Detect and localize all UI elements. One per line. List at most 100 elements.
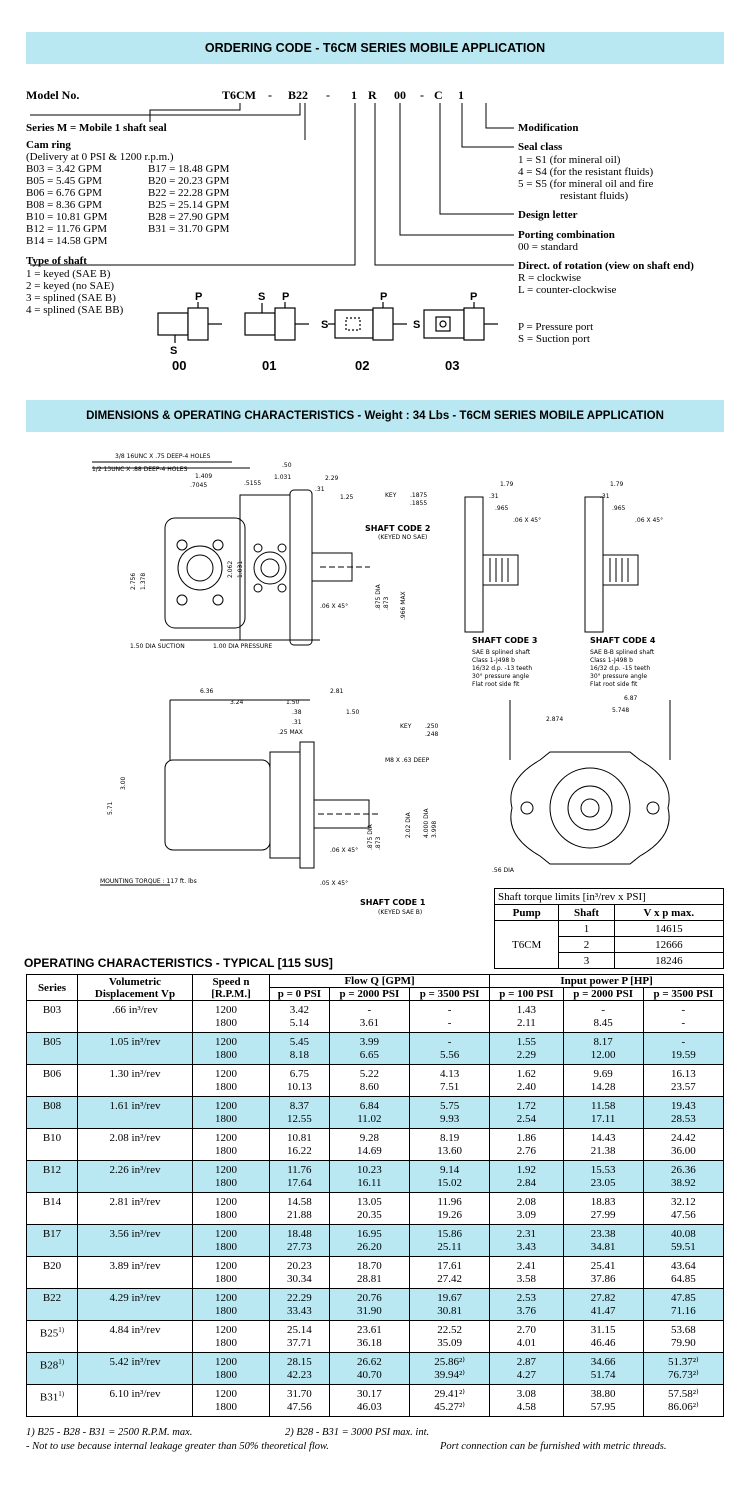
op-value: 3.58	[516, 1272, 536, 1285]
op-value: 1200	[215, 1356, 237, 1368]
dim-label: 6.36	[200, 688, 214, 695]
op-cell-q2000: -3.61	[328, 1000, 410, 1033]
port-legend: P = Pressure port S = Suction port	[518, 321, 593, 345]
dim-label: 1.031	[237, 561, 244, 578]
op-value: 27.99	[590, 1208, 616, 1221]
torque-shaft: 2	[558, 936, 615, 953]
seal-list: 1 = S1 (for mineral oil) 4 = S4 (for the…	[518, 154, 653, 202]
model-sep-2: -	[326, 88, 330, 102]
op-value: 64.85	[671, 1272, 696, 1285]
op-value: 13.05	[356, 1196, 382, 1208]
op-value: 46.03	[356, 1400, 382, 1413]
shaft-item: 4 = splined (SAE BB)	[26, 304, 124, 316]
op-value: 25.86²⁾	[434, 1356, 465, 1368]
dim-label: .06 X 45°	[330, 847, 358, 854]
op-value: 19.59	[671, 1048, 696, 1061]
dim-label: 1.50 DIA SUCTION	[130, 643, 185, 650]
op-value: 43.64	[671, 1260, 696, 1272]
op-value: 1200	[215, 1164, 237, 1176]
seal-title: Seal class	[518, 141, 563, 153]
op-value: 37.86	[590, 1272, 616, 1285]
op-value: 11.58	[590, 1100, 616, 1112]
model-part-shaft: 1	[351, 88, 357, 102]
dim-label: .31	[292, 719, 302, 726]
dim-label: 2.02 DIA	[405, 811, 412, 838]
op-value: 3.61	[359, 1016, 379, 1029]
op-value: 6.75	[289, 1068, 309, 1080]
op-value: 3.42	[289, 1004, 309, 1016]
op-value: 3.76	[516, 1304, 536, 1317]
seal-item: 4 = S4 (for the resistant fluids)	[518, 166, 654, 178]
port-letter-p: P	[380, 291, 387, 303]
op-header-flow: Flow Q [GPM]	[268, 974, 491, 988]
op-value: 31.15	[590, 1324, 616, 1336]
op-value: 20.23	[287, 1260, 312, 1272]
op-value: 36.18	[356, 1336, 382, 1349]
op-value: 33.43	[287, 1304, 312, 1317]
op-value: 22.52	[437, 1324, 462, 1336]
op-subheader: p = 3500 PSI	[642, 987, 725, 1001]
dim-label: 3.00	[120, 776, 127, 790]
shaft-code-sub: (KEYED SAE B)	[378, 909, 422, 916]
shaft-desc: Class 1-J498 b	[472, 657, 515, 664]
dim-label: 5.748	[612, 707, 629, 714]
rotation-item: R = clockwise	[518, 272, 582, 284]
op-value: 4.58	[516, 1400, 536, 1413]
dim-label: 5.71	[107, 801, 114, 815]
op-value: 19.43	[671, 1100, 696, 1112]
shaft-desc: Flat root side fit	[590, 681, 638, 688]
op-header-volume: Volumetric Displacement Vp	[77, 974, 193, 1001]
dim-label: MOUNTING TORQUE : 117 ft. lbs	[100, 878, 197, 885]
dim-label: .31	[315, 486, 325, 493]
dim-label: 1.378	[140, 573, 147, 590]
shaft-item: 1 = keyed (SAE B)	[26, 268, 111, 280]
port-legend-item: P = Pressure port	[518, 321, 594, 333]
op-value: 3.99	[359, 1036, 379, 1048]
op-value: 46.46	[590, 1336, 616, 1349]
dim-label: 2.874	[546, 716, 563, 723]
op-value: 2.11	[516, 1016, 536, 1029]
op-value: 38.92	[671, 1176, 696, 1189]
op-value: 7.51	[439, 1080, 460, 1093]
op-value: 31.90	[356, 1304, 382, 1317]
shaft-list: 1 = keyed (SAE B) 2 = keyed (no SAE) 3 =…	[26, 268, 123, 316]
op-value: 2.53	[516, 1292, 536, 1304]
op-value: 2.87	[516, 1356, 536, 1368]
cam-item: B03 = 3.42 GPM	[26, 163, 102, 175]
op-value: 3.09	[516, 1208, 536, 1221]
dim-label: .965	[495, 505, 509, 512]
shaft-desc: Class 1-J498 b	[590, 657, 633, 664]
op-header-series: Series	[26, 974, 78, 1001]
op-value: 1800	[215, 1368, 237, 1381]
series-code: B22	[42, 1292, 62, 1304]
op-value: 22.29	[287, 1292, 312, 1304]
op-value: 8.37	[289, 1100, 309, 1112]
op-value: 14.58	[287, 1196, 312, 1208]
series-code: B28	[39, 1359, 59, 1372]
op-value: 2.31	[516, 1228, 536, 1240]
dim-label: 3.998	[431, 821, 438, 838]
op-value: 18.48	[287, 1228, 312, 1240]
op-value: 1200	[215, 1036, 237, 1048]
op-value: 11.76	[287, 1164, 312, 1176]
seal-item: resistant fluids)	[560, 190, 629, 202]
cam-item: B05 = 5.45 GPM	[26, 175, 102, 187]
op-value: 16.13	[671, 1068, 696, 1080]
op-value: 57.58²⁾	[668, 1388, 699, 1400]
op-cell-series: B20	[26, 1256, 78, 1289]
op-value: -	[681, 1036, 686, 1048]
